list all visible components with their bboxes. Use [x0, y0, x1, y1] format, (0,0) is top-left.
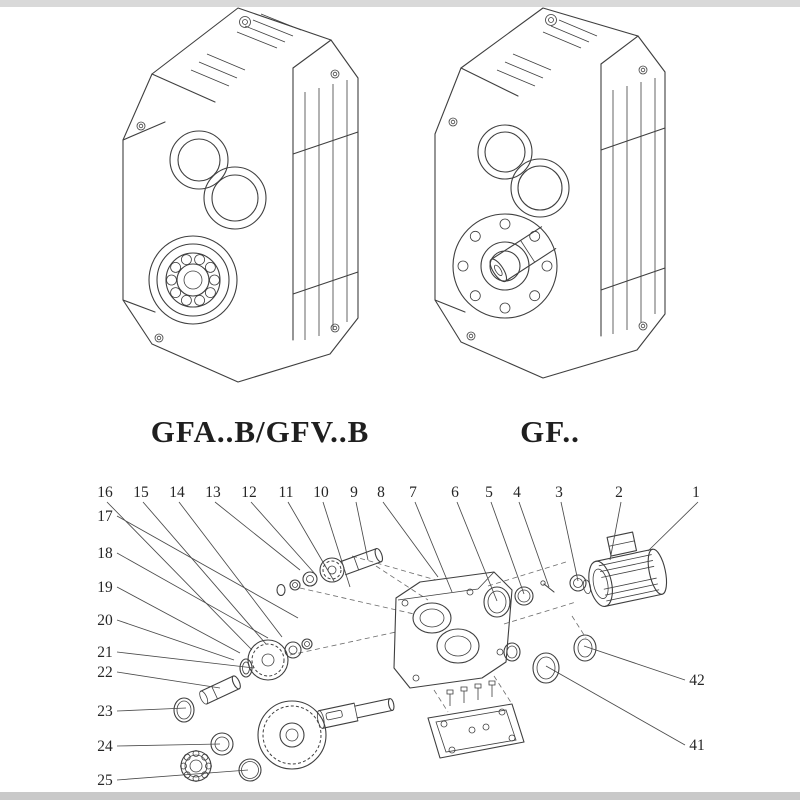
input-bores: [170, 131, 266, 229]
leader-line-11: [288, 502, 334, 581]
part-number-12: 12: [241, 484, 257, 501]
filler-plug: [240, 17, 251, 28]
page-edge-bottom: [0, 792, 800, 800]
leader-line-16: [107, 502, 252, 650]
part-number-14: 14: [169, 484, 185, 501]
leader-line-13: [215, 502, 300, 570]
side-ribs: [613, 78, 655, 334]
output-shaft: [487, 227, 556, 284]
leader-line-14: [179, 502, 282, 637]
input-bores: [478, 125, 569, 217]
base-plate-drawing: [428, 681, 524, 758]
leader-line-41: [546, 666, 685, 745]
leader-line-9: [356, 502, 368, 560]
part-number-7: 7: [409, 484, 417, 501]
model-label-gf: GF..: [520, 414, 580, 449]
part-number-3: 3: [555, 484, 563, 501]
leader-line-10: [323, 502, 350, 587]
leader-line-3: [561, 502, 578, 581]
leader-line-1: [648, 502, 698, 551]
filler-plug: [546, 15, 557, 26]
part-number-16: 16: [97, 484, 113, 501]
second-shaft-drawing: [198, 675, 242, 705]
part-number-4: 4: [513, 484, 521, 501]
intermediate-gear-cluster: [240, 639, 312, 680]
gearbox-drawing-gfab: [95, 2, 395, 402]
leader-line-8: [383, 502, 438, 577]
part-number-6: 6: [451, 484, 459, 501]
model-label-gfab: GFA..B/GFV..B: [150, 414, 370, 449]
top-rib-hatching: [191, 14, 301, 86]
leader-line-4: [519, 502, 549, 587]
leader-line-23: [117, 708, 186, 711]
lower-bearing-and-rings: [174, 698, 261, 782]
gearbox-housing-outline: [435, 8, 665, 378]
plate-bolts: [447, 681, 495, 706]
gearbox-drawing-gf: [413, 4, 713, 396]
top-rib-hatching: [497, 20, 597, 86]
part-number-5: 5: [485, 484, 493, 501]
part-number-8: 8: [377, 484, 385, 501]
side-ribs: [305, 80, 347, 340]
leader-line-20: [117, 620, 234, 660]
output-shaft-drawing: [316, 695, 396, 729]
output-bearing: [149, 236, 237, 324]
corner-bolts: [449, 66, 647, 340]
leader-line-17: [117, 516, 298, 618]
output-gear-drawing: [258, 701, 326, 769]
leader-line-5: [491, 502, 524, 594]
gear-housing-drawing: [394, 572, 512, 688]
part-number-2: 2: [615, 484, 623, 501]
part-number-23: 23: [97, 703, 113, 720]
leader-line-15: [143, 502, 266, 644]
leader-line-25: [117, 770, 248, 780]
leader-line-12: [251, 502, 316, 575]
gearbox-housing-outline: [123, 8, 358, 382]
part-number-22: 22: [97, 664, 113, 681]
leader-line-18: [117, 553, 268, 638]
part-number-10: 10: [313, 484, 329, 501]
part-number-18: 18: [97, 545, 113, 562]
part-number-15: 15: [133, 484, 149, 501]
part-number-24: 24: [97, 738, 113, 755]
part-number-13: 13: [205, 484, 221, 501]
part-number-42: 42: [689, 672, 705, 689]
motor-drawing: [574, 527, 670, 610]
input-shaft-assembly: [277, 548, 384, 596]
leader-line-7: [415, 502, 452, 592]
part-number-41: 41: [689, 737, 705, 754]
output-side-rings: [504, 635, 596, 683]
page-edge-top: [0, 0, 800, 7]
part-number-25: 25: [97, 772, 113, 789]
leader-line-2: [610, 502, 621, 560]
construction-dashed-lines: [290, 556, 586, 712]
leader-line-19: [117, 587, 240, 653]
part-number-11: 11: [279, 484, 294, 501]
motor-side-small-parts: [484, 575, 586, 617]
leader-line-42: [584, 646, 685, 680]
part-number-1: 1: [692, 484, 700, 501]
corner-bolts: [137, 70, 339, 342]
part-number-9: 9: [350, 484, 358, 501]
leader-line-22: [117, 672, 220, 688]
part-number-20: 20: [97, 612, 113, 629]
leader-line-24: [117, 744, 220, 746]
part-number-17: 17: [97, 508, 113, 525]
part-number-19: 19: [97, 579, 113, 596]
part-number-21: 21: [97, 644, 113, 661]
leader-line-21: [117, 652, 254, 668]
leader-line-6: [457, 502, 497, 601]
